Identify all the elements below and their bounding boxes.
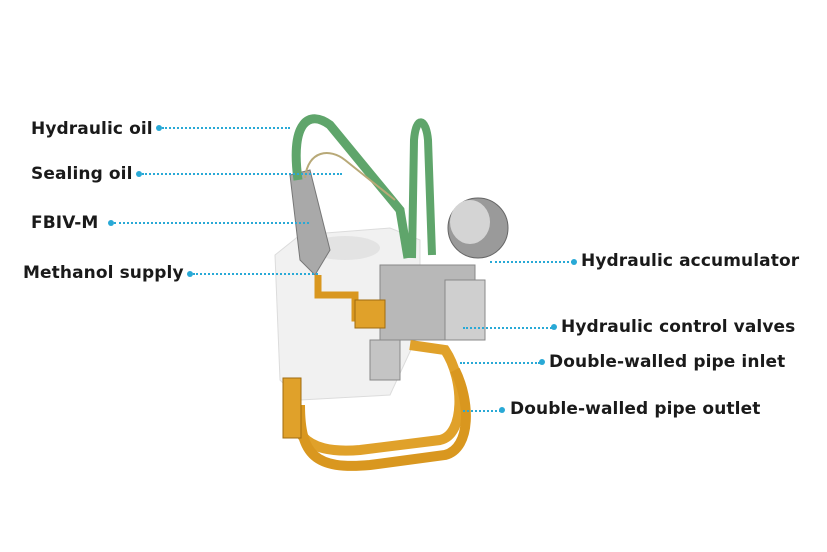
callout-dot <box>156 125 162 131</box>
callout-line <box>142 173 342 175</box>
callout-line <box>460 362 540 364</box>
callout-line <box>490 261 573 263</box>
label-double-walled-pipe-outlet: Double-walled pipe outlet <box>510 399 761 419</box>
callout-dot <box>551 324 557 330</box>
callout-line <box>162 127 290 129</box>
callout-line <box>463 327 552 329</box>
callout-line <box>193 273 318 275</box>
callout-dot <box>539 359 545 365</box>
label-sealing-oil: Sealing oil <box>31 164 133 184</box>
callout-dot <box>571 259 577 265</box>
label-hydraulic-control-valves: Hydraulic control valves <box>561 317 796 337</box>
callout-dot <box>187 271 193 277</box>
label-hydraulic-oil: Hydraulic oil <box>31 119 153 139</box>
callout-line <box>114 222 309 224</box>
label-hydraulic-accumulator: Hydraulic accumulator <box>581 251 800 271</box>
label-methanol-supply: Methanol supply <box>23 263 184 283</box>
label-double-walled-pipe-inlet: Double-walled pipe inlet <box>549 352 786 372</box>
callout-dot <box>136 171 142 177</box>
callout-dot <box>108 220 114 226</box>
label-fbiv-m: FBIV-M <box>31 213 99 233</box>
callout-dot <box>499 407 505 413</box>
callout-line <box>463 410 501 412</box>
